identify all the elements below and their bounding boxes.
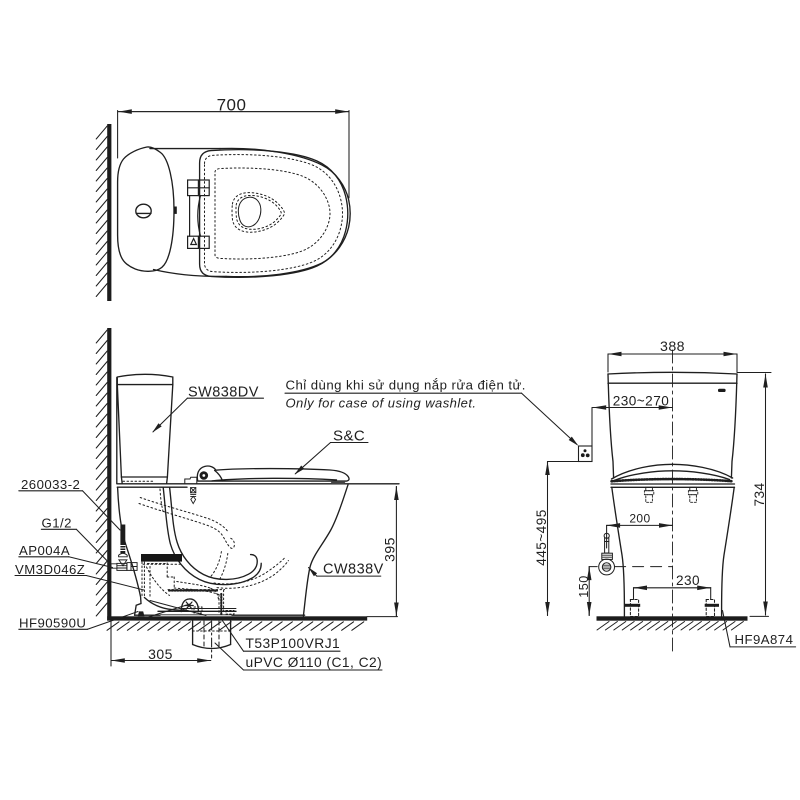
svg-text:445~495: 445~495	[534, 509, 549, 565]
svg-text:305: 305	[148, 646, 173, 662]
svg-text:230: 230	[676, 573, 700, 588]
svg-text:Only for case of using washlet: Only for case of using washlet.	[286, 396, 477, 411]
svg-text:uPVC Ø110 (C1, C2): uPVC Ø110 (C1, C2)	[246, 655, 383, 670]
svg-text:230~270: 230~270	[613, 394, 669, 409]
svg-text:VM3D046Z: VM3D046Z	[15, 562, 85, 577]
svg-text:Chỉ dùng khi sử dụng nắp rửa đ: Chỉ dùng khi sử dụng nắp rửa điện tử.	[286, 378, 526, 393]
svg-text:AP004A: AP004A	[19, 543, 70, 558]
svg-text:G1/2: G1/2	[42, 516, 72, 531]
svg-text:T53P100VRJ1: T53P100VRJ1	[246, 636, 341, 651]
svg-text:CW838V: CW838V	[323, 561, 384, 577]
svg-text:395: 395	[382, 537, 398, 562]
svg-text:HF9A874: HF9A874	[735, 632, 794, 647]
svg-text:SW838DV: SW838DV	[188, 385, 259, 401]
svg-text:260033-2: 260033-2	[21, 477, 80, 492]
svg-text:700: 700	[217, 96, 247, 115]
svg-text:734: 734	[752, 482, 767, 506]
svg-text:150: 150	[577, 575, 591, 597]
svg-text:S&C: S&C	[333, 427, 365, 444]
svg-text:388: 388	[660, 339, 685, 355]
svg-text:HF90590U: HF90590U	[19, 616, 86, 631]
svg-text:200: 200	[629, 512, 650, 526]
